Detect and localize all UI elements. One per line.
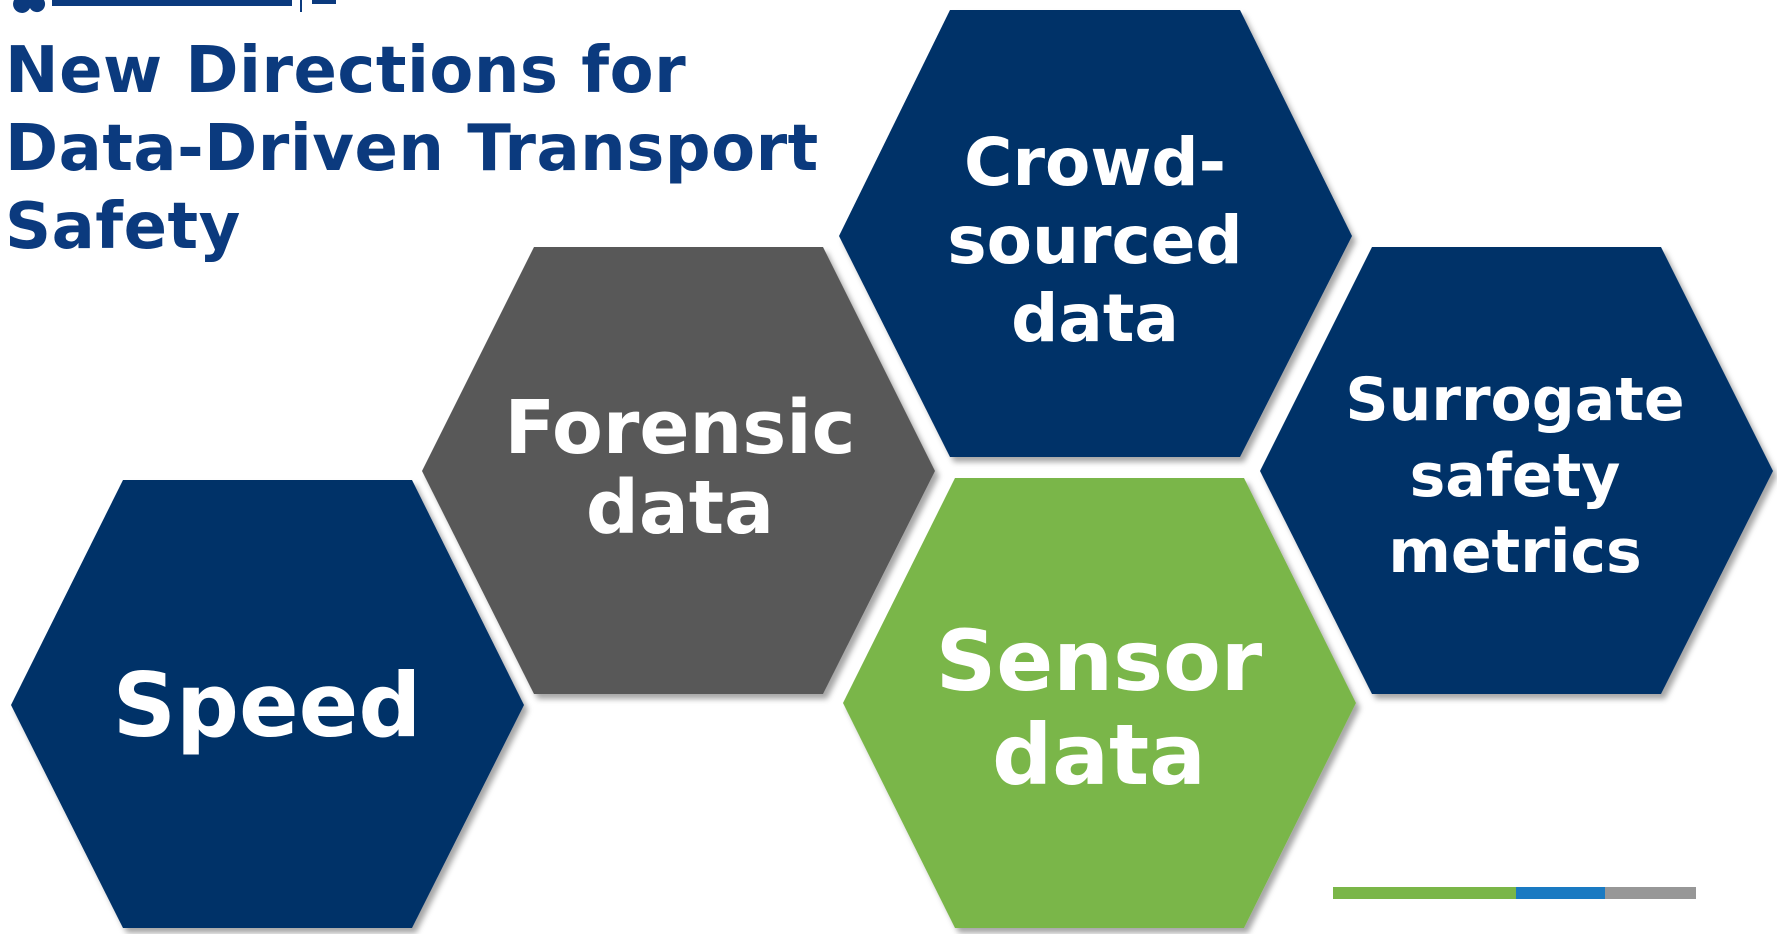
accent-bar-gray-segment — [1605, 887, 1696, 899]
hexagon-crowd-sourced-data-line-2: sourced — [947, 202, 1243, 279]
hexagon-crowd-sourced-data-line-3: data — [1011, 280, 1179, 357]
accent-bar-green-segment — [1333, 887, 1516, 899]
hexagon-surrogate-safety-metrics — [1260, 247, 1773, 694]
slide-title: New Directions for Data-Driven Transport… — [5, 32, 819, 266]
hexagon-forensic-data-line-2: data — [585, 465, 775, 551]
hexagon-speed-line-1: Speed — [112, 654, 422, 757]
hexagon-speed-label: Speed — [57, 658, 477, 754]
slide-title-line-1: New Directions for — [5, 34, 687, 108]
hexagon-crowd-sourced-data — [839, 10, 1352, 457]
hexagon-sensor-data-line-2: data — [992, 706, 1206, 804]
hexagon-forensic-data-line-1: Forensic — [504, 385, 856, 471]
hexagon-surrogate-safety-metrics-label: Surrogate safety metrics — [1305, 362, 1725, 590]
hexagon-sensor-data-line-1: Sensor — [935, 612, 1263, 710]
hexagon-surrogate-safety-metrics-line-3: metrics — [1388, 517, 1642, 587]
hexagon-surrogate-safety-metrics-line-2: safety — [1409, 441, 1621, 511]
organization-logo-icon — [13, 0, 336, 13]
hexagon-forensic-data — [422, 247, 935, 694]
hexagon-sensor-data-label: Sensor data — [889, 614, 1309, 802]
hexagon-sensor-data — [843, 478, 1356, 928]
hexagon-forensic-data-label: Forensic data — [470, 388, 890, 548]
accent-color-bar — [1333, 887, 1696, 899]
hexagon-speed — [11, 480, 524, 928]
hexagon-crowd-sourced-data-line-1: Crowd- — [964, 124, 1226, 201]
accent-bar-blue-segment — [1516, 887, 1605, 899]
hexagon-crowd-sourced-data-label: Crowd- sourced data — [885, 124, 1305, 358]
slide-title-line-3: Safety — [5, 190, 241, 264]
hexagon-surrogate-safety-metrics-line-1: Surrogate — [1345, 365, 1685, 435]
slide-title-line-2: Data-Driven Transport — [5, 112, 819, 186]
